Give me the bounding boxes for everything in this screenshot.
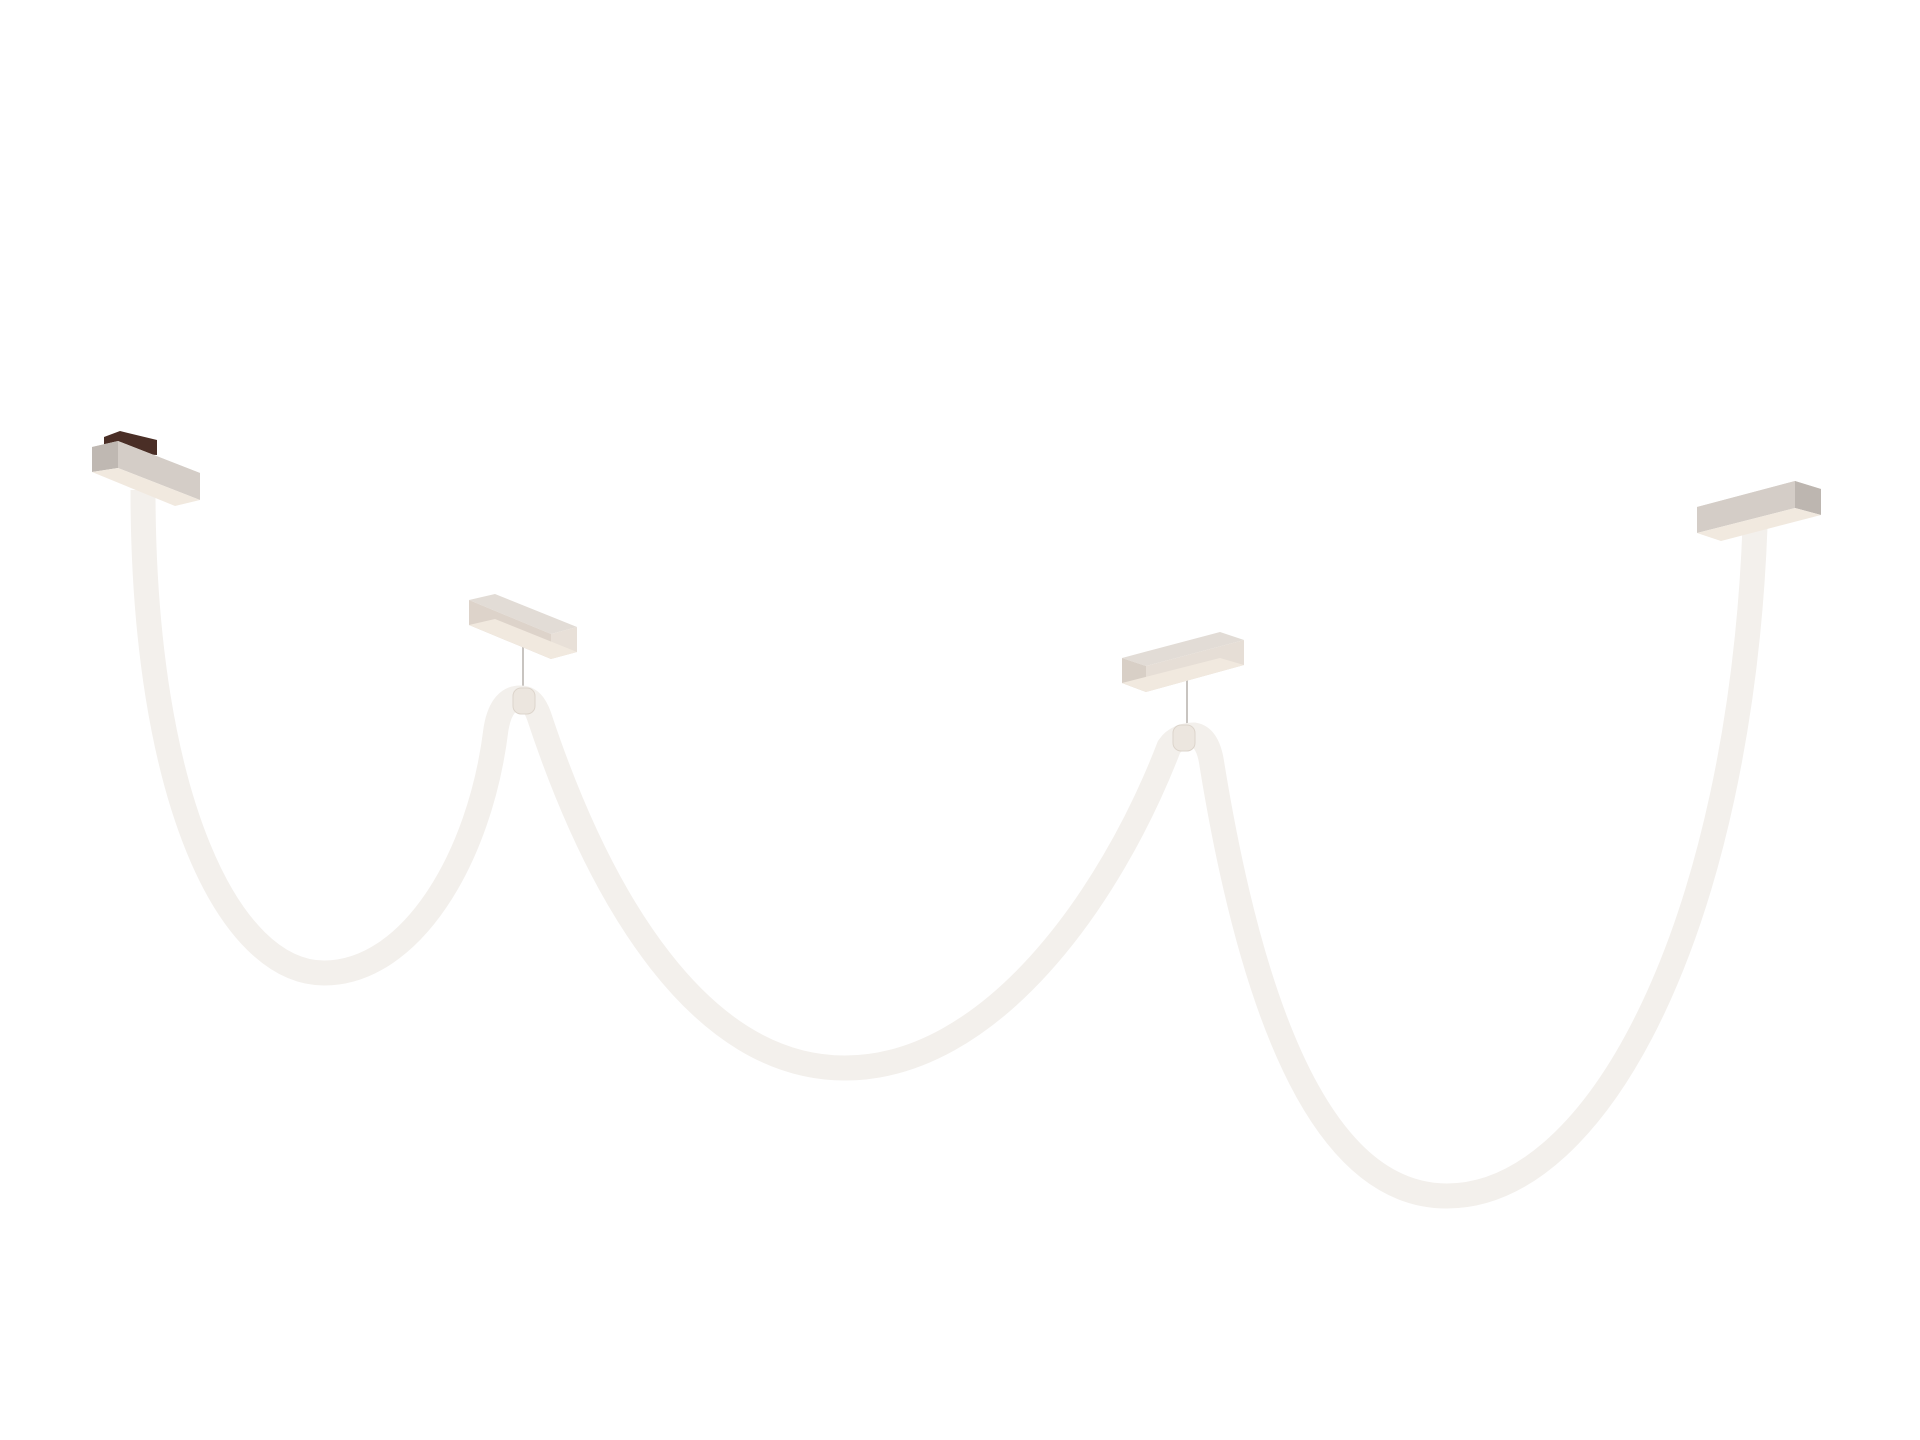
ceiling-mount: [469, 594, 577, 659]
ceiling-mount: [92, 431, 200, 506]
ceiling-mount: [1697, 481, 1821, 541]
tube-clip: [1172, 724, 1196, 752]
tube-clip: [512, 687, 536, 715]
ceiling-mount: [1122, 632, 1244, 692]
led-tube: [130, 489, 1768, 1209]
